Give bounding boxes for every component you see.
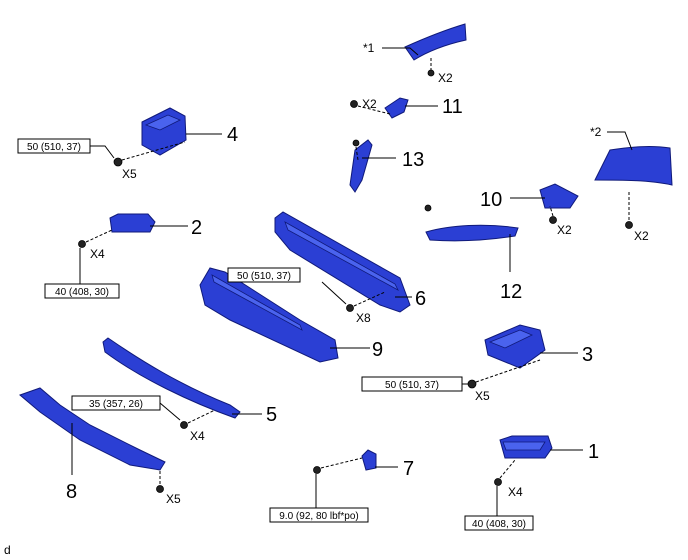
dash-5 — [187, 409, 216, 424]
torque-text-7: 9.0 (92, 80 lbf*po) — [279, 511, 359, 522]
dash-13 — [355, 146, 359, 161]
qty-2: X4 — [90, 247, 105, 261]
bolt-6 — [346, 304, 354, 312]
torque-box-4 — [17, 138, 91, 154]
ref1-part-shape — [404, 23, 467, 61]
bolt-11 — [350, 100, 358, 108]
part-13-label: 13 — [402, 149, 424, 171]
part-11-label: 11 — [442, 96, 463, 118]
part-8-shape — [19, 387, 166, 471]
bolt-ref1 — [427, 69, 435, 77]
dash-3 — [475, 359, 541, 383]
part-6-face — [284, 221, 399, 291]
bolt-2 — [78, 240, 86, 248]
dash-10 — [549, 205, 554, 217]
part-10-label: 10 — [480, 189, 502, 211]
part-5-label: 5 — [266, 404, 277, 426]
torque-leader-6 — [321, 281, 347, 305]
part-12-shape — [425, 224, 519, 242]
torque-box-7 — [269, 507, 369, 523]
leader-ref1 — [382, 47, 419, 56]
torque-text-6: 50 (510, 37) — [237, 271, 291, 282]
part-7-shape — [361, 449, 377, 471]
qty-11: X2 — [362, 97, 377, 111]
part-4-face — [144, 114, 181, 131]
bolt-10-upper — [424, 204, 432, 212]
part-3-face — [488, 329, 533, 349]
qty-10: X2 — [557, 223, 572, 237]
qty-ref1: X2 — [438, 71, 453, 85]
part-6-shape — [274, 211, 411, 313]
part-4-shape — [141, 107, 187, 156]
bolt-10 — [549, 216, 557, 224]
part-1-face — [502, 441, 546, 451]
qty-ref2: X2 — [634, 229, 649, 243]
dash-4 — [121, 141, 186, 161]
bolt-3 — [467, 379, 477, 389]
corner-mark: d — [4, 543, 11, 557]
qty-3: X5 — [475, 389, 490, 403]
bolt-13 — [352, 139, 360, 147]
part-12-label: 12 — [500, 281, 522, 303]
part-5-shape — [102, 337, 241, 419]
part-9-label: 9 — [372, 339, 383, 361]
torque-text-5: 35 (357, 26) — [89, 399, 143, 410]
part-6-label: 6 — [415, 288, 426, 310]
bolt-ref2 — [625, 221, 633, 229]
bolt-4 — [113, 157, 123, 167]
ref1-label: *1 — [363, 41, 375, 55]
torque-box-5 — [71, 395, 161, 411]
torque-leader-4 — [90, 145, 115, 159]
part-11-shape — [384, 97, 409, 119]
dash-1 — [499, 459, 516, 479]
bolt-1 — [494, 478, 502, 486]
part-10-shape — [539, 183, 579, 209]
qty-8: X5 — [166, 492, 181, 506]
torque-leader-5 — [159, 402, 181, 421]
torque-text-3: 50 (510, 37) — [385, 380, 439, 391]
torque-text-1: 40 (408, 30) — [472, 519, 526, 530]
torque-box-2 — [44, 283, 120, 299]
ref2-part-shape — [594, 146, 673, 186]
dash-2 — [85, 229, 113, 243]
torque-box-6 — [227, 267, 301, 283]
part-4-label: 4 — [227, 124, 238, 146]
torque-text-2: 40 (408, 30) — [55, 287, 109, 298]
ref2-label: *2 — [590, 125, 602, 139]
torque-box-1 — [464, 515, 534, 531]
part-1-label: 1 — [588, 441, 599, 463]
qty-1: X4 — [508, 485, 523, 499]
torque-box-3 — [361, 376, 463, 392]
part-3-label: 3 — [582, 344, 593, 366]
qty-6: X8 — [356, 311, 371, 325]
dash-7 — [320, 457, 363, 469]
bolt-8 — [156, 485, 164, 493]
qty-4: X5 — [122, 167, 137, 181]
bolt-7 — [313, 466, 321, 474]
part-7-label: 7 — [403, 458, 414, 480]
bolt-5 — [180, 421, 188, 429]
dash-6 — [353, 291, 386, 307]
part-3-shape — [484, 324, 546, 369]
qty-5: X4 — [190, 429, 205, 443]
part-8-label: 8 — [66, 481, 77, 503]
part-9-face — [211, 274, 303, 331]
dash-11 — [357, 105, 391, 115]
part-13-shape — [349, 139, 373, 193]
part-2-shape — [109, 213, 156, 233]
part-2-label: 2 — [191, 217, 202, 239]
leader-ref2 — [607, 131, 633, 151]
torque-text-4: 50 (510, 37) — [27, 142, 81, 153]
